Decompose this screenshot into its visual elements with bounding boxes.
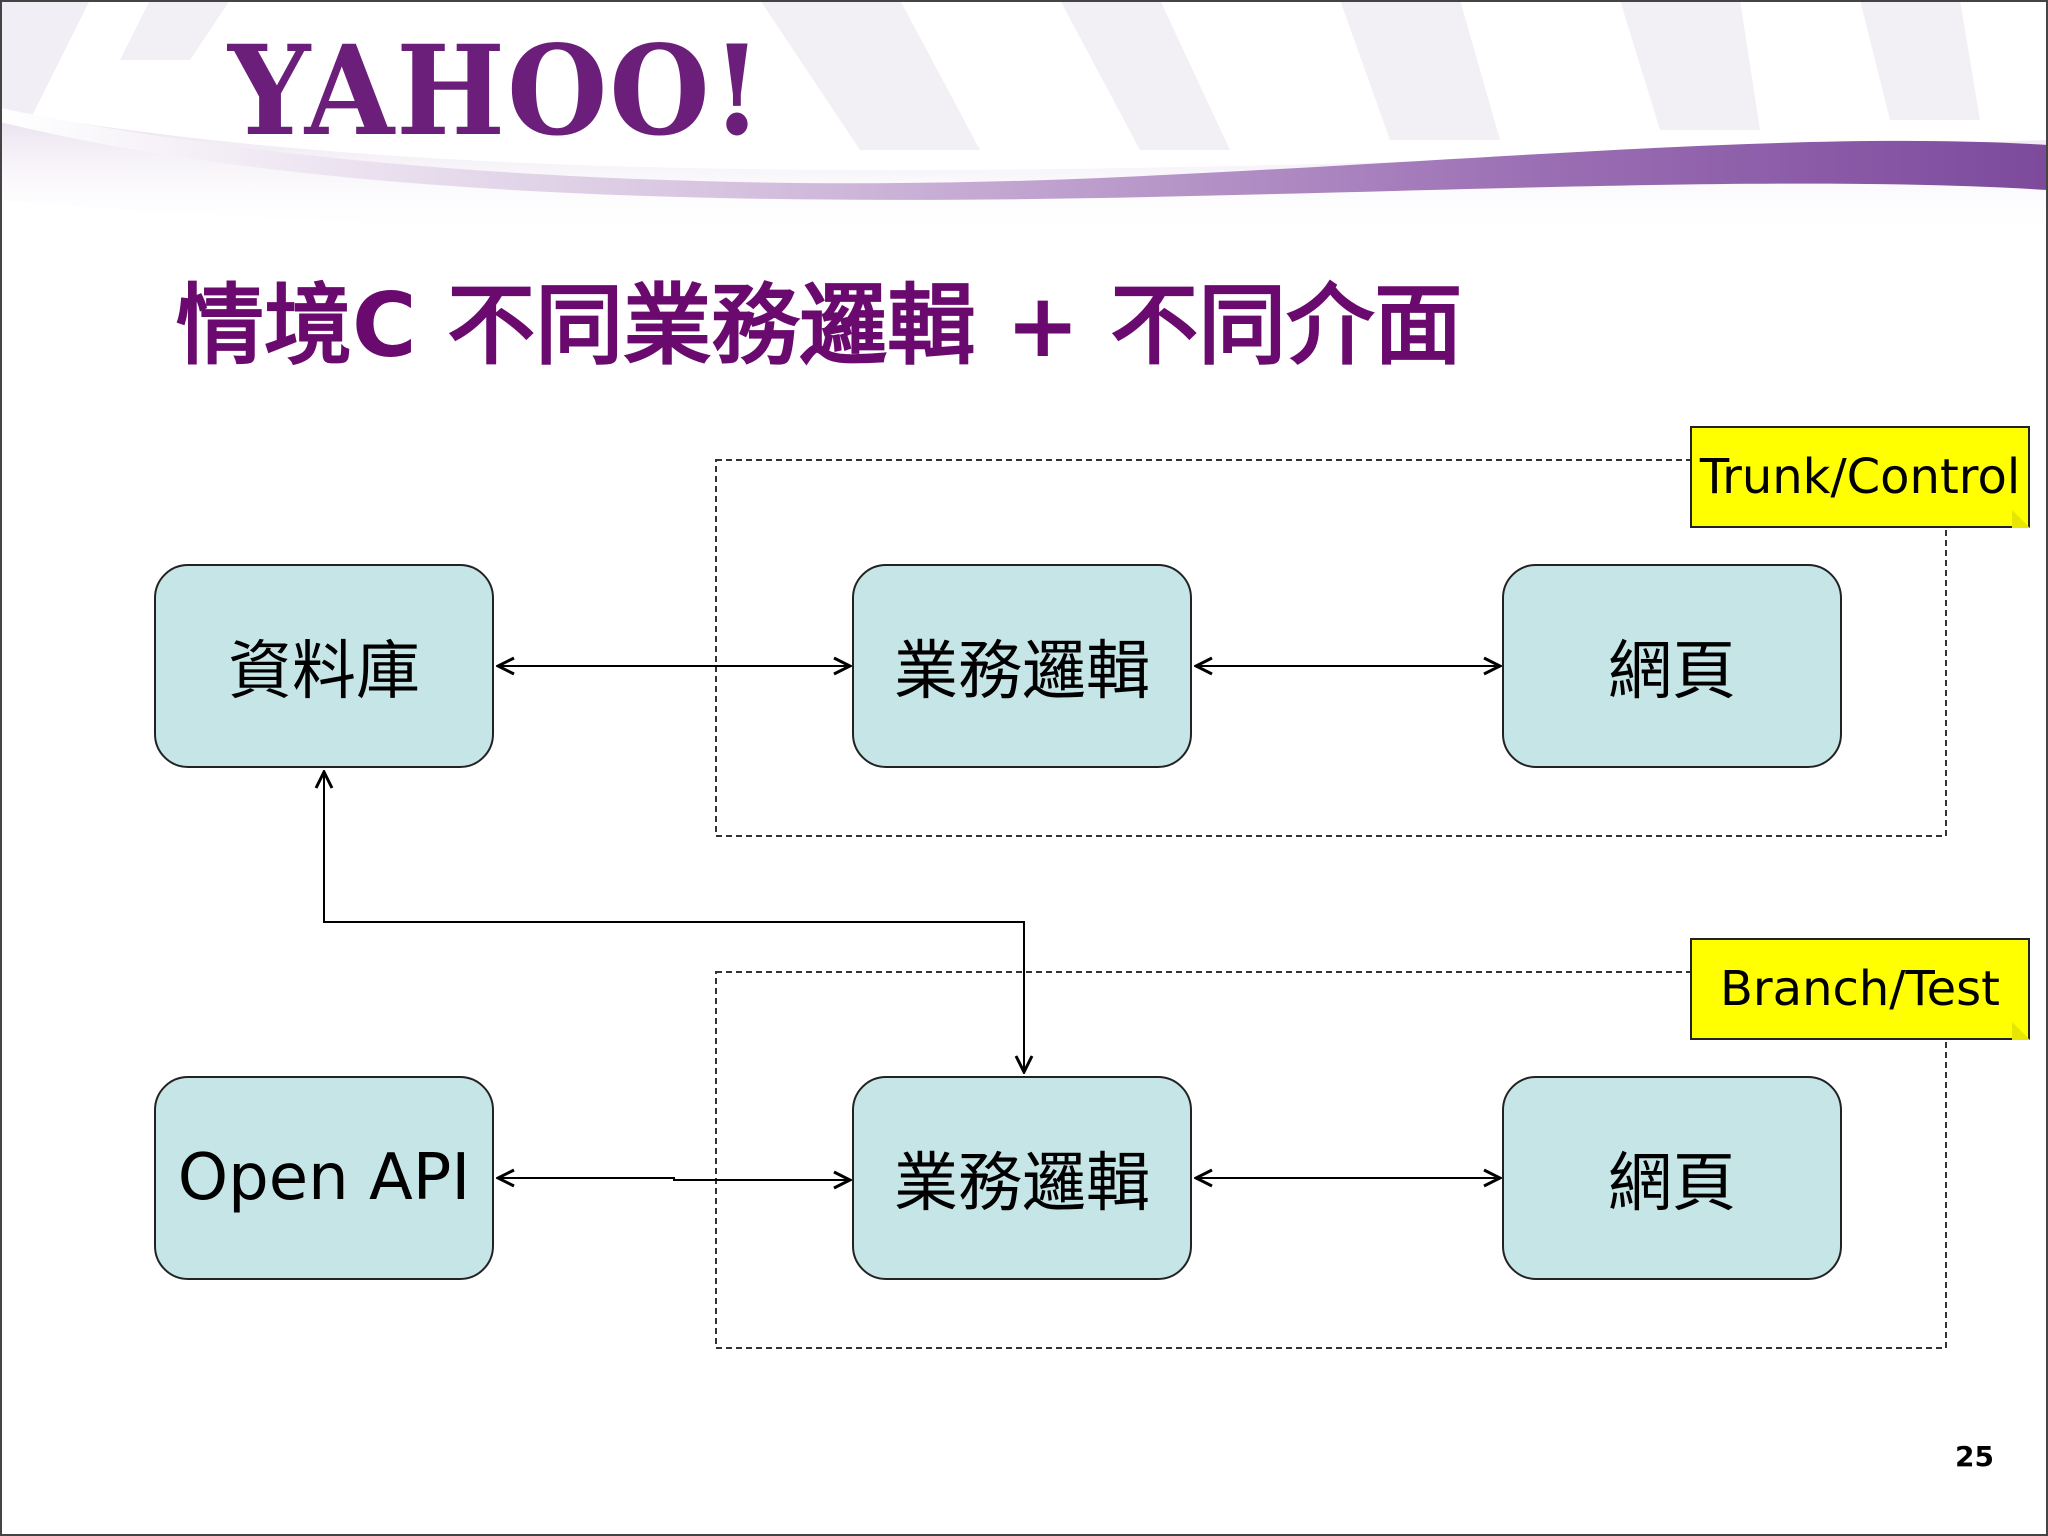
note-fold-icon: [2012, 510, 2030, 528]
note-branch-test-label: Branch/Test: [1719, 961, 2000, 1017]
note-branch-test: Branch/Test: [1690, 938, 2030, 1040]
node-web-trunk: 網頁: [1502, 564, 1842, 768]
edge-open-api-logic-branch: [498, 1178, 850, 1180]
group-box-trunk: [715, 459, 1947, 837]
group-box-branch: [715, 971, 1947, 1349]
note-trunk-control: Trunk/Control: [1690, 426, 2030, 528]
note-fold-icon: [2012, 1022, 2030, 1040]
node-web-branch: 網頁: [1502, 1076, 1842, 1280]
note-trunk-control-label: Trunk/Control: [1699, 449, 2021, 505]
page-number: 25: [1955, 1440, 1994, 1473]
slide-title: 情境C 不同業務邏輯 + 不同介面: [176, 274, 1463, 377]
node-open-api: Open API: [154, 1076, 494, 1280]
node-database: 資料庫: [154, 564, 494, 768]
yahoo-logo: YAHOO!: [228, 19, 765, 164]
node-logic-trunk: 業務邏輯: [852, 564, 1192, 768]
edge-database-logic-branch: [324, 772, 1024, 1072]
node-logic-branch: 業務邏輯: [852, 1076, 1192, 1280]
